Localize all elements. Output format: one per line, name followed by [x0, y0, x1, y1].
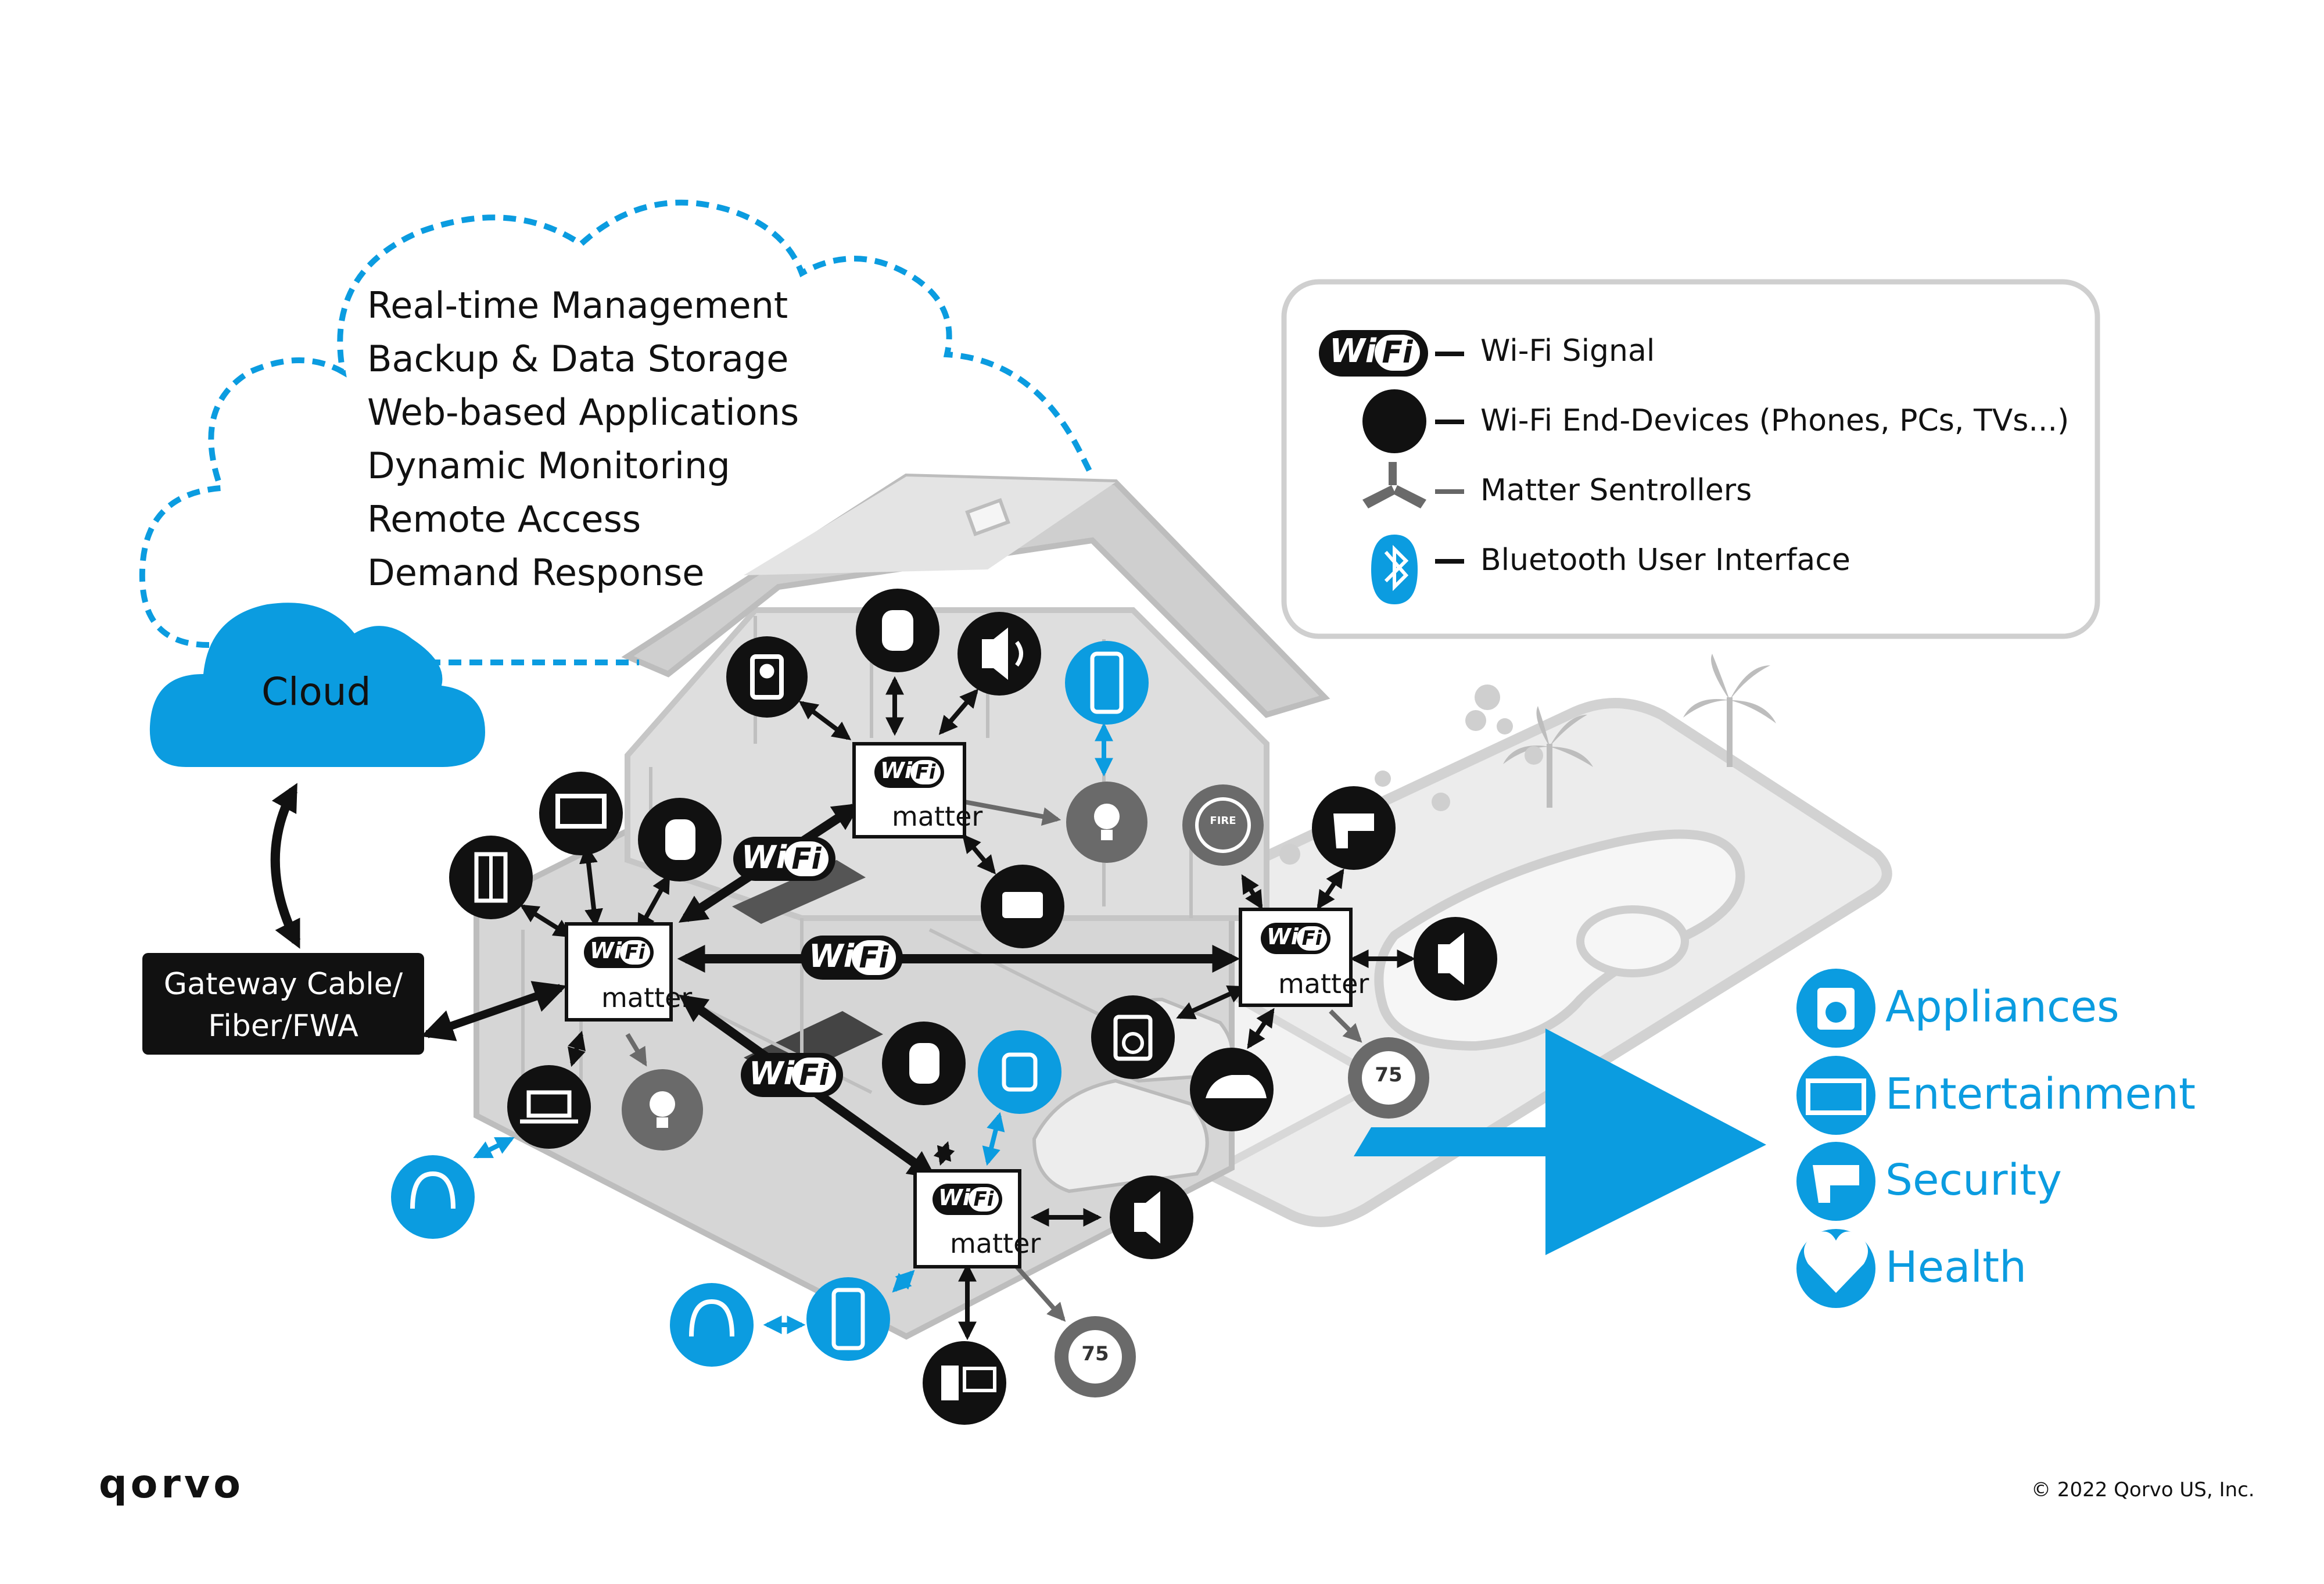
hub-pool-wifi: Wi Fi [1261, 923, 1330, 954]
category-icons [1796, 969, 1875, 1308]
cloud-service-4: Dynamic Monitoring [367, 445, 730, 487]
hub-upper-wifi: Wi Fi [874, 757, 944, 788]
cloud-service-3: Web-based Applications [367, 391, 799, 433]
hub-main-fi: Fi [620, 940, 650, 965]
matter-sentrollers [622, 782, 1429, 1397]
fire-sentroller [1182, 784, 1264, 866]
wifi-logo-icon: Wi Fi [1319, 330, 1428, 377]
legend-icons [1362, 352, 1464, 604]
hub-main [565, 922, 673, 1022]
cloud-service-1: Real-time Management [367, 284, 788, 327]
hub-lower-matter: matter [950, 1228, 1041, 1259]
bluetooth-devices [391, 641, 1149, 1367]
hub-pool-matter: matter [1278, 968, 1369, 999]
cloud-service-6: Demand Response [367, 551, 705, 594]
thermostat-value-2: 75 [1081, 1342, 1109, 1366]
phone-bt-top [1065, 641, 1149, 725]
link-wifi-lower: Wi Fi [741, 1053, 843, 1097]
headphones-bt-left [391, 1155, 475, 1239]
brand-logo: qorvo [99, 1461, 244, 1507]
link-lower-wi: Wi [749, 1055, 795, 1092]
thermostat-value-1: 75 [1375, 1063, 1403, 1087]
link-wifi-mid: Wi Fi [801, 936, 903, 980]
link-upper-fi: Fi [784, 841, 829, 876]
hub-main-matter: matter [601, 982, 693, 1013]
laptop-device [507, 1065, 591, 1149]
cloud-service-2: Backup & Data Storage [367, 338, 789, 380]
link-lower-fi: Fi [792, 1058, 836, 1092]
gateway-label-1: Gateway Cable/ [163, 967, 403, 1002]
cloud-gateway-arrow [270, 783, 301, 949]
hub-lower-wifi: Wi Fi [933, 1184, 1002, 1215]
hub-pool-wi: Wi [1267, 924, 1299, 949]
link-wifi-upper: Wi Fi [733, 837, 835, 881]
hub-upper-matter: matter [892, 801, 983, 832]
fire-label: FIRE [1210, 815, 1236, 827]
legend-box [1281, 279, 2100, 639]
copyright: © 2022 Qorvo US, Inc. [2031, 1478, 2255, 1501]
link-mid-wi: Wi [809, 938, 855, 974]
gateway-box [142, 953, 424, 1055]
hub-upper-wi: Wi [880, 758, 912, 783]
category-appliances: Appliances [1885, 982, 2119, 1032]
watch-bt [978, 1030, 1061, 1114]
wifi-logo-wi: Wi [1329, 332, 1376, 370]
black-dot-icon [1362, 389, 1426, 453]
link-upper-wi: Wi [741, 839, 787, 876]
legend-label-wifi: Wi-Fi Signal [1480, 334, 1655, 368]
headphones-bt-bottom [670, 1283, 754, 1367]
hub-upper [852, 742, 966, 838]
legend-label-bluetooth: Bluetooth User Interface [1480, 543, 1850, 578]
link-mid-fi: Fi [852, 940, 896, 975]
wifi-logo-fi: Fi [1375, 335, 1420, 371]
hub-upper-fi: Fi [910, 760, 941, 784]
legend-label-matter: Matter Sentrollers [1480, 473, 1752, 508]
legend-label-devices: Wi-Fi End-Devices (Phones, PCs, TVs...) [1480, 403, 2070, 438]
cloud-outline [139, 199, 1095, 648]
cloud-service-5: Remote Access [367, 498, 641, 540]
direction-arrow [1354, 1028, 1766, 1255]
tv-device [539, 772, 623, 855]
hub-pool-fi: Fi [1297, 926, 1327, 951]
cloud-badge [149, 603, 485, 767]
hub-lower-wi: Wi [938, 1185, 970, 1210]
category-health: Health [1885, 1242, 2027, 1292]
washer-device [1091, 995, 1175, 1079]
category-security: Security [1885, 1155, 2062, 1205]
end-devices [449, 589, 1497, 1425]
hub-main-wi: Wi [590, 938, 622, 963]
category-entertainment: Entertainment [1885, 1069, 2196, 1119]
phone-bt-bottom [806, 1277, 890, 1361]
gateway-label-2: Fiber/FWA [208, 1009, 358, 1044]
cloud-label: Cloud [261, 669, 371, 714]
hub-lower-fi: Fi [969, 1187, 999, 1212]
matter-icon [1362, 462, 1426, 508]
hub-main-wifi: Wi Fi [584, 937, 654, 968]
